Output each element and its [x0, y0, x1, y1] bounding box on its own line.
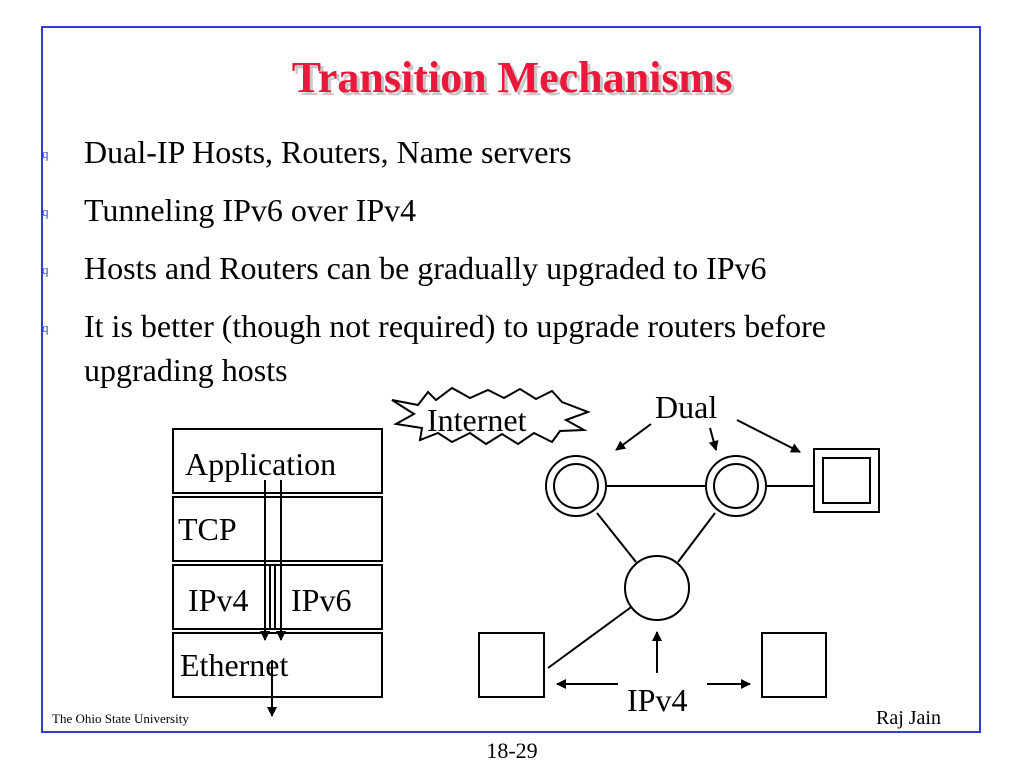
bullet-list: q Dual-IP Hosts, Routers, Name servers q… [42, 130, 962, 406]
ipv4-label: IPv4 [627, 682, 687, 718]
footer-institution: The Ohio State University [52, 711, 189, 726]
slide-frame [41, 26, 981, 733]
dual-host-inner [822, 457, 871, 504]
ipv4-host-icon [761, 632, 827, 698]
bullet-item: q Tunneling IPv6 over IPv4 [42, 188, 962, 232]
ipv4-label: IPv4 [188, 582, 248, 618]
internet-label: Internet [427, 402, 527, 438]
bullet-text: Dual-IP Hosts, Routers, Name servers [84, 134, 572, 170]
application-label: Application [185, 446, 336, 482]
bullet-text: Tunneling IPv6 over IPv4 [84, 192, 417, 228]
footer-author: Raj Jain [876, 707, 941, 729]
bullet-marker: q [42, 320, 49, 335]
ipv4-host-icon [478, 632, 545, 698]
dual-router-inner [553, 463, 599, 509]
network-diagram: Internet Dual IPv4 [391, 386, 880, 718]
dual-pointer-arrow [615, 423, 652, 451]
ethernet-label: Ethernet [180, 647, 289, 683]
dual-pointer-arrow [736, 419, 801, 453]
ipv4-router-icon [624, 555, 690, 621]
bullet-item: q Hosts and Routers can be gradually upg… [42, 246, 962, 290]
slide-title: Transition Mechanisms [291, 53, 733, 102]
bullet-text: It is better (though not required) to up… [84, 308, 826, 388]
application-layer-box [172, 428, 383, 494]
dual-pointer-arrow [708, 427, 719, 451]
tcp-layer-box [172, 496, 383, 562]
dual-host-icon [813, 448, 880, 513]
page-number: 18-29 [486, 738, 538, 763]
bullet-marker: q [42, 146, 49, 161]
link [677, 512, 716, 563]
ipv6-label: IPv6 [291, 582, 351, 618]
bullet-item: q It is better (though not required) to … [42, 304, 962, 392]
bullet-marker: q [42, 262, 49, 277]
bullet-marker: q [42, 204, 49, 219]
ip-layer-box [172, 564, 383, 630]
dual-router-inner [713, 463, 759, 509]
dual-label: Dual [655, 389, 717, 425]
tcp-label: TCP [178, 511, 237, 547]
link [547, 604, 635, 669]
bullet-text: Hosts and Routers can be gradually upgra… [84, 250, 767, 286]
internet-cloud-icon [391, 386, 591, 446]
link [596, 512, 637, 563]
bullet-item: q Dual-IP Hosts, Routers, Name servers [42, 130, 962, 174]
protocol-stack: Application TCP IPv4 IPv6 Ethernet [172, 428, 383, 717]
